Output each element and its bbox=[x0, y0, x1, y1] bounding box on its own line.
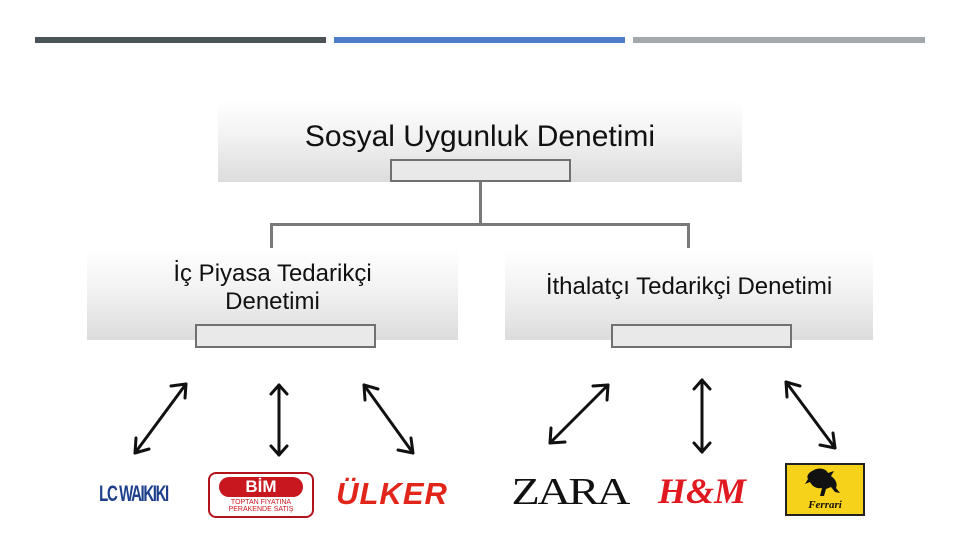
right-node-label: İthalatçı Tedarikçi Denetimi bbox=[545, 273, 833, 300]
top-bar-dark bbox=[35, 37, 326, 43]
hm-logo-text: H&M bbox=[657, 471, 746, 511]
zara-logo: ZARA bbox=[508, 471, 632, 513]
ferrari-logo-text: Ferrari bbox=[808, 499, 842, 511]
bim-logo-line2: PERAKENDE SATIŞ bbox=[228, 506, 294, 513]
lcwaikiki-logo-text: LC WAIKIKI bbox=[98, 481, 169, 506]
ulker-logo-text: ÜLKER bbox=[336, 476, 448, 511]
left-node-tab bbox=[195, 324, 376, 348]
arrow-hm bbox=[692, 378, 712, 454]
connector-right-down bbox=[687, 223, 690, 248]
root-node-label: Sosyal Uygunluk Denetimi bbox=[304, 120, 656, 153]
arrow-zara bbox=[548, 383, 610, 445]
ferrari-logo: Ferrari bbox=[785, 463, 865, 516]
ulker-logo: ÜLKER bbox=[336, 474, 448, 514]
arrow-ferrari bbox=[784, 380, 837, 450]
prancing-horse-icon bbox=[805, 468, 840, 496]
hm-logo: H&M bbox=[652, 470, 752, 512]
bim-logo-line1: TOPTAN FİYATINA bbox=[230, 499, 292, 506]
connector-root-down bbox=[479, 182, 482, 224]
connector-horizontal bbox=[270, 223, 690, 226]
root-node-tab bbox=[390, 159, 571, 182]
arrow-lcwaikiki bbox=[133, 382, 188, 455]
bim-logo: BİM TOPTAN FİYATINA PERAKENDE SATIŞ bbox=[208, 472, 314, 518]
lcwaikiki-logo: LC WAIKIKI bbox=[88, 474, 178, 514]
top-bar-blue bbox=[334, 37, 625, 43]
left-node-label: İç Piyasa Tedarikçi Denetimi bbox=[173, 260, 371, 316]
bim-logo-name: BİM bbox=[219, 477, 303, 497]
connector-left-down bbox=[270, 223, 273, 248]
right-node-tab bbox=[611, 324, 792, 348]
arrow-bim bbox=[269, 383, 289, 457]
arrow-ulker bbox=[362, 383, 415, 455]
left-node-label-line1: İç Piyasa Tedarikçi bbox=[173, 260, 372, 287]
top-bar-gray bbox=[633, 37, 925, 43]
zara-logo-text: ZARA bbox=[511, 471, 631, 513]
left-node-label-line2: Denetimi bbox=[225, 288, 320, 315]
